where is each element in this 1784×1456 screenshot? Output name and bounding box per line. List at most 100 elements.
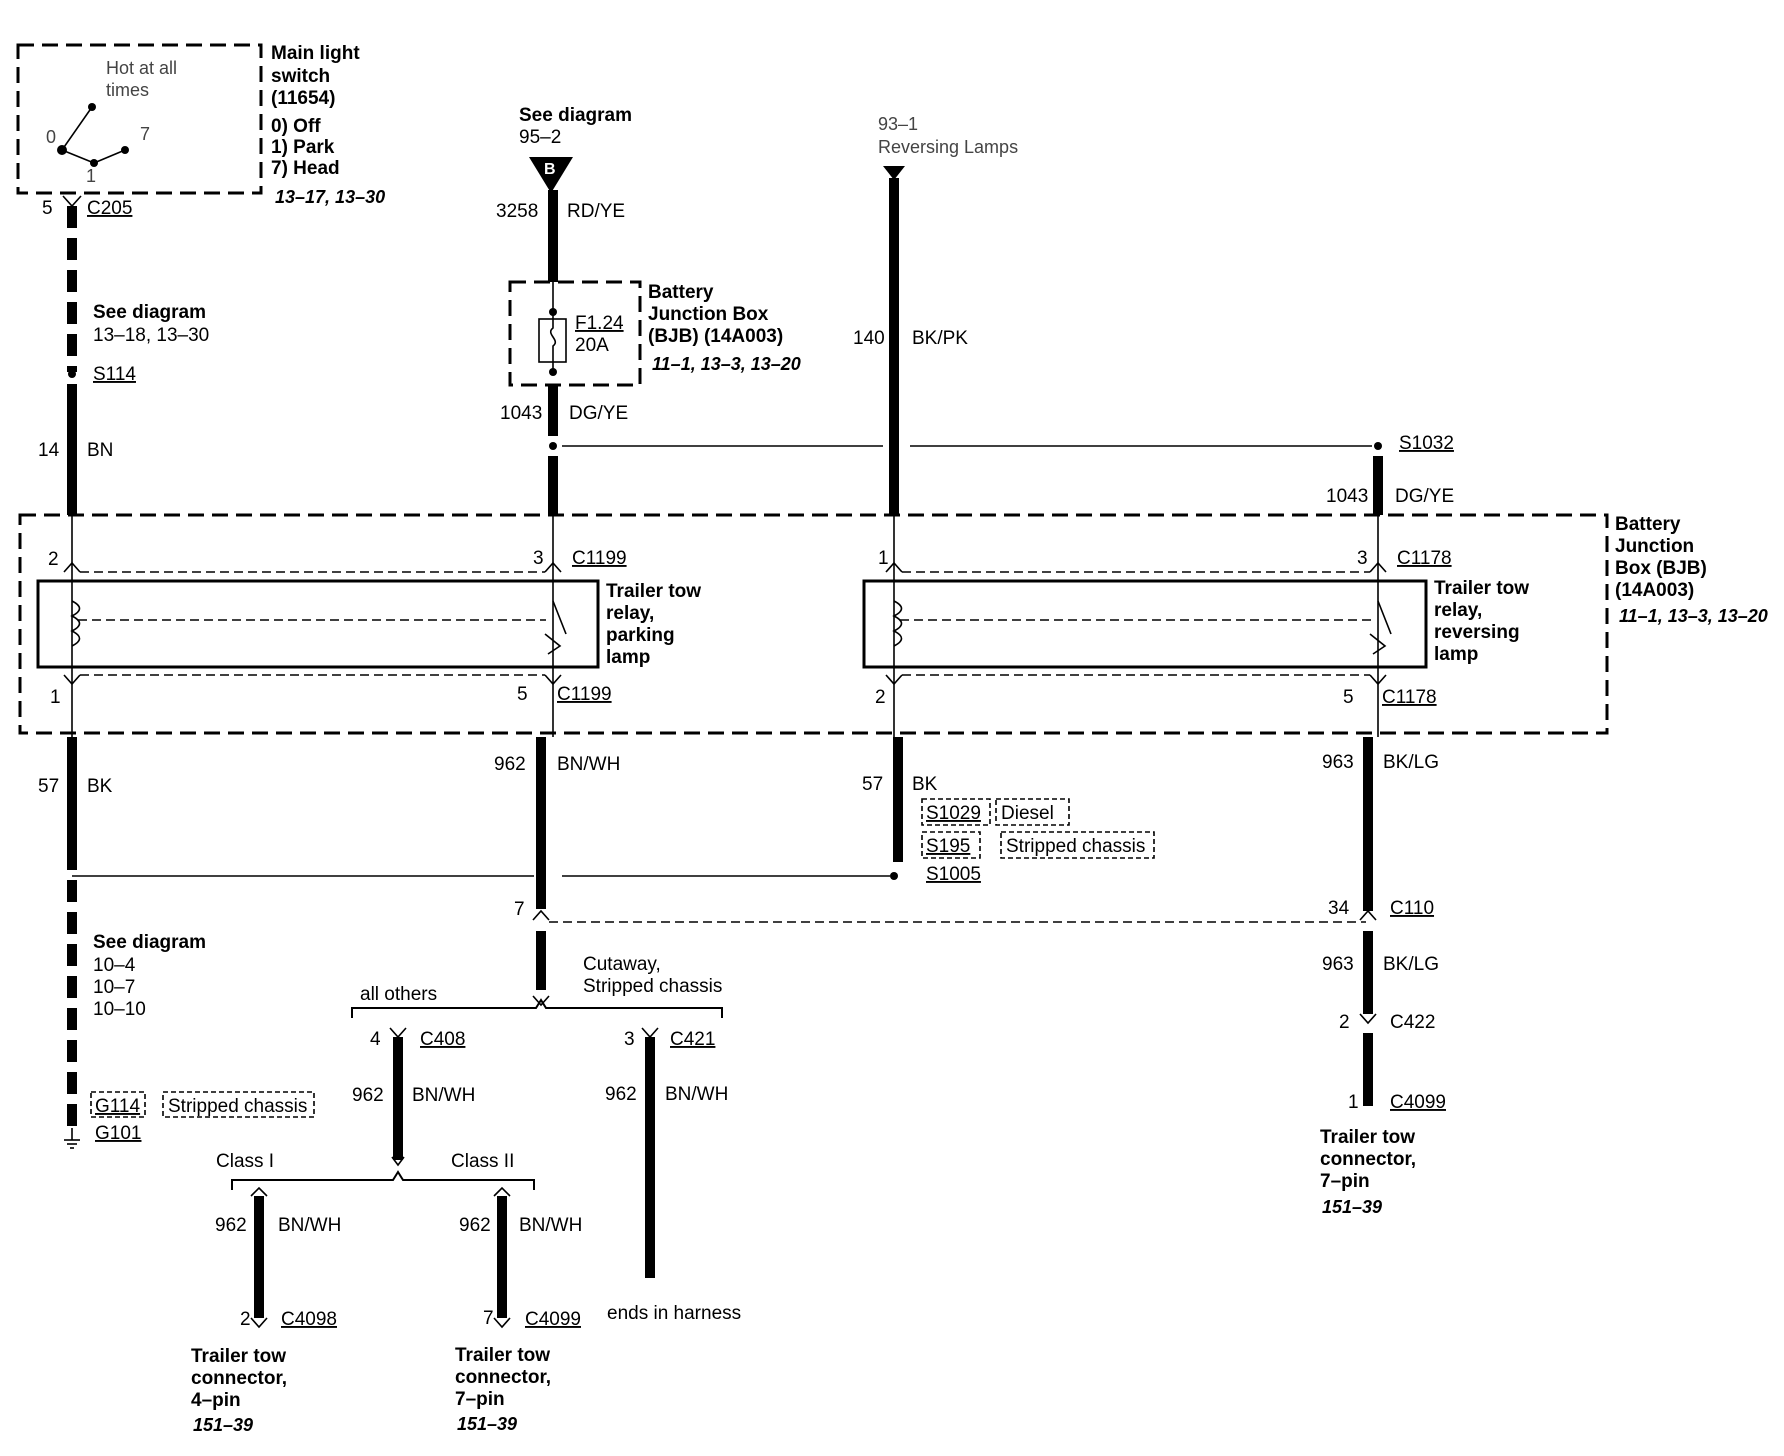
park-relay-coil-icon [70, 600, 81, 647]
color-bn: BN [87, 440, 113, 461]
switch-pos-1: 1 [86, 166, 96, 186]
c110-label: C110 [1390, 898, 1434, 919]
variant-bracket-1 [351, 998, 723, 1018]
switch-pos-0: 0 [46, 127, 56, 147]
reverse-name: Reversing Lamps [878, 137, 1018, 157]
s114-label: S114 [93, 364, 136, 385]
fuse-icon [549, 312, 557, 372]
color-bn-wh-b1: BN/WH [412, 1085, 475, 1106]
continuation-b-letter: B [544, 161, 556, 178]
park-relay-coil-pin-out: 1 [50, 687, 61, 708]
all-others-label: all others [360, 984, 437, 1005]
see-diagram-2-ref-b: 10–7 [93, 977, 135, 998]
hot-label-1: Hot at all [106, 58, 177, 78]
reverse-ground-circuit: 57 BK S1029 Diesel S195 Stripped chassis… [862, 737, 1155, 885]
park-relay-title-3: parking [606, 625, 675, 646]
park-relay-contact-icon [552, 600, 567, 635]
s195-label: S195 [926, 836, 970, 857]
circuit-1043-right: 1043 [1326, 486, 1368, 507]
trailer-4pin-title-1: Trailer tow [191, 1346, 286, 1367]
circuit-962-class1: 962 [215, 1215, 247, 1236]
s1032-label: S1032 [1399, 433, 1454, 454]
c421-label: C421 [670, 1029, 715, 1050]
c1199-in-label: C1199 [572, 548, 627, 569]
trailer-4pin-ref: 151–39 [193, 1415, 253, 1435]
reverse-ref: 93–1 [878, 114, 918, 134]
trailer-tow-relay-parking-lamp: 3 C1199 Trailer tow relay, parking lamp … [36, 515, 701, 737]
color-bn-wh-b2: BN/WH [665, 1084, 728, 1105]
park-relay-title-4: lamp [606, 647, 650, 668]
switch-blade [61, 106, 93, 151]
bjb-right-label: Battery Junction Box (BJB) (14A003) 11–1… [1615, 514, 1768, 626]
s195-stripped-chassis: Stripped chassis [1006, 836, 1145, 857]
c408-label: C408 [420, 1029, 465, 1050]
g114-label: G114 [95, 1096, 141, 1117]
rev-relay-pin-5: 5 [1343, 687, 1354, 708]
rev-relay-title-3: reversing [1434, 622, 1520, 643]
color-bk-lg-b: BK/LG [1383, 954, 1439, 975]
trailer-tow-relay-reversing-lamp: 1 3 C1178 Trailer tow relay, reversing l… [862, 515, 1529, 737]
bjb-left-line2: Junction Box [648, 304, 769, 325]
trailer-7pin-right-title-1: Trailer tow [1320, 1127, 1415, 1148]
feed-see-ref: 95–2 [519, 127, 561, 148]
c205-connector-icon [62, 195, 82, 208]
color-bn-wh-main: BN/WH [557, 754, 620, 775]
c1178-out-label: C1178 [1382, 687, 1437, 708]
park-relay-title-2: relay, [606, 603, 654, 624]
c4098-pin: 2 [240, 1309, 251, 1330]
rev-relay-contact-icon [1377, 600, 1392, 635]
variant-bracket-2 [231, 1170, 535, 1190]
c110-pin-34: 34 [1328, 898, 1350, 919]
trailer-7pin-right-title-2: connector, [1320, 1149, 1416, 1170]
left-wire: See diagram 13–18, 13–30 S114 14 BN 2 1 … [38, 206, 315, 1149]
bjb-relay-box [18, 513, 1609, 735]
switch-title-1: Main light [271, 43, 360, 64]
color-dg-ye-left: DG/YE [569, 403, 628, 424]
c4099-left-label: C4099 [525, 1309, 581, 1330]
color-bk-pk: BK/PK [912, 328, 968, 349]
circuit-57-right: 57 [862, 774, 883, 795]
color-bk-right: BK [912, 774, 938, 795]
circuit-57-left: 57 [38, 776, 59, 797]
reverse-output-circuit: 963 BK/LG 34 C110 963 BK/LG 2 C422 1 C40… [1320, 737, 1446, 1217]
c1178-in-label: C1178 [1397, 548, 1452, 569]
trailer-7pin-left-ref: 151–39 [457, 1414, 517, 1434]
trailer-7pin-left-title-3: 7–pin [455, 1389, 505, 1410]
g101-label: G101 [95, 1123, 141, 1144]
circuit-962-class2: 962 [459, 1215, 491, 1236]
cutaway-label-2: Stripped chassis [583, 976, 722, 997]
diesel-label: Diesel [1001, 803, 1054, 824]
circuit-14: 14 [38, 440, 60, 461]
park-relay-title-1: Trailer tow [606, 581, 701, 602]
see-diagram-2-ref-c: 10–10 [93, 999, 146, 1020]
trailer-4pin-title-3: 4–pin [191, 1390, 241, 1411]
c4099-right-label: C4099 [1390, 1092, 1446, 1113]
class-2-label: Class II [451, 1151, 514, 1172]
battery-feed: See diagram 95–2 B 3258 RD/YE F1.24 20A … [496, 105, 1372, 515]
feed-see-diagram: See diagram [519, 105, 632, 126]
see-diagram-2-ref-a: 10–4 [93, 955, 136, 976]
c422-label: C422 [1390, 1012, 1435, 1033]
s1032-branch: S1032 1043 DG/YE [1326, 433, 1454, 515]
color-dg-ye-right: DG/YE [1395, 486, 1454, 507]
bjb-right-line4: (14A003) [1615, 580, 1694, 601]
bjb-left-line1: Battery [648, 282, 714, 303]
color-bn-wh-class1: BN/WH [278, 1215, 341, 1236]
fuse-f124-label: F1.24 [575, 313, 624, 334]
c421-connector-icon [641, 1027, 659, 1039]
bjb-left-line3: (BJB) (14A003) [648, 326, 783, 347]
s1032-splice [1374, 442, 1382, 450]
g114-stripped-chassis: Stripped chassis [168, 1096, 307, 1117]
circuit-3258: 3258 [496, 201, 538, 222]
park-relay-pin-3: 3 [533, 548, 544, 569]
c408-pin: 4 [370, 1029, 381, 1050]
c422-pin: 2 [1339, 1012, 1350, 1033]
c4099-left-connector-icon [493, 1317, 511, 1329]
color-bn-wh-class2: BN/WH [519, 1215, 582, 1236]
c4099-right-pin: 1 [1348, 1092, 1359, 1113]
rev-relay-pin-3: 3 [1357, 548, 1368, 569]
see-diagram-2: See diagram [93, 932, 206, 953]
c4098-label: C4098 [281, 1309, 337, 1330]
rev-relay-coil-icon [892, 600, 903, 647]
